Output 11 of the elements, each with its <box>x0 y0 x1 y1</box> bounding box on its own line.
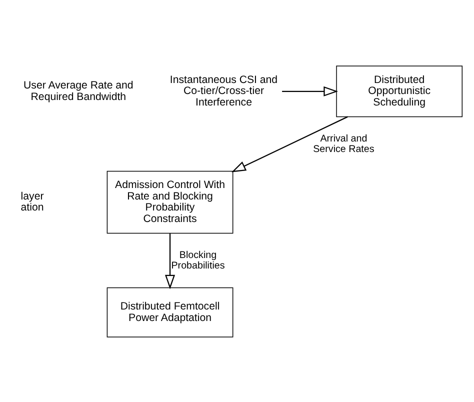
edge-label: Blocking Probabilities <box>171 249 225 271</box>
arrow <box>282 86 338 96</box>
edge-label: Arrival and Service Rates <box>313 132 374 154</box>
label: User Average Rate and Required Bandwidth <box>24 79 134 102</box>
arrow <box>164 233 176 289</box>
node-text: Instantaneous CSI and Co-tier/Cross-tier Interference <box>170 73 278 108</box>
label: layer ation <box>20 190 44 214</box>
node-box: Admission Control With Rate and Blocking Probability Constraints <box>106 170 234 234</box>
node-box: Distributed Opportunistic Scheduling <box>336 65 463 117</box>
arrow <box>231 116 348 172</box>
node-box: Distributed Femtocell Power Adaptation <box>106 286 234 337</box>
